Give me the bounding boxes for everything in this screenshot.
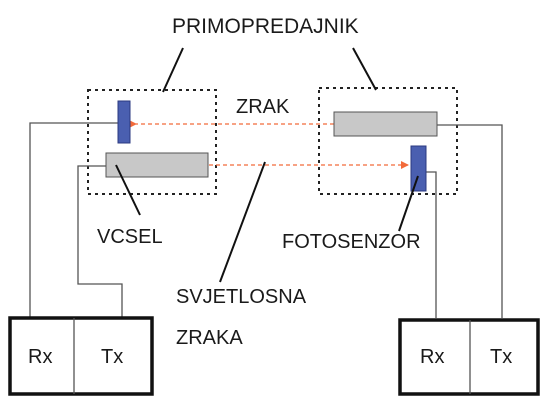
left-vcsel xyxy=(105,152,209,178)
right-photosensor xyxy=(410,145,427,192)
transceiver-leader-right xyxy=(352,47,377,91)
left-rx-wire xyxy=(29,122,118,318)
air-label: ZRAK xyxy=(236,96,290,118)
vcsel-label: VCSEL xyxy=(97,226,163,248)
photosensor-label: FOTOSENZOR xyxy=(282,231,421,253)
transceiver-label: PRIMOPREDAJNIK xyxy=(172,15,359,38)
beam-leader xyxy=(219,161,266,283)
left-transceiver-outline xyxy=(87,89,217,195)
left-tx-wire xyxy=(77,165,123,318)
right-vcsel xyxy=(333,111,438,137)
left-tx-label: Tx xyxy=(101,346,123,368)
left-rx-label: Rx xyxy=(28,346,52,368)
right-rx-wire xyxy=(426,171,437,318)
light-beam-label-line2: ZRAKA xyxy=(176,327,243,349)
light-beam-label-line1: SVJETLOSNA xyxy=(176,286,307,308)
left-photosensor xyxy=(117,100,131,144)
transceiver-leader-left xyxy=(162,47,184,93)
right-rx-label: Rx xyxy=(420,346,444,368)
right-tx-label: Tx xyxy=(490,346,512,368)
vcsel-leader xyxy=(115,164,141,216)
right-tx-wire xyxy=(437,124,503,318)
photosensor-leader xyxy=(398,175,419,232)
right-transceiver-outline xyxy=(318,87,458,195)
right-rx-tx-unit: Rx Tx xyxy=(398,318,540,396)
left-rx-tx-unit: Rx Tx xyxy=(8,316,154,396)
